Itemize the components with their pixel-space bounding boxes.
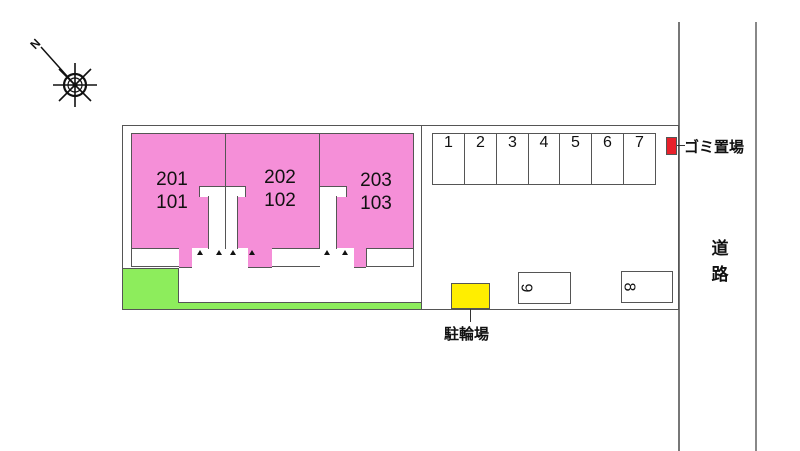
stair-1-mid [225,186,226,249]
unit-ext-3 [354,248,366,268]
entrance-marker [249,250,255,255]
parking-slot-5: 5 [559,133,592,185]
bicycle-parking [451,283,490,309]
site-divider [421,125,422,310]
balcony-3 [366,248,414,267]
parking-slot-4: 4 [528,133,560,185]
compass-rose-icon [40,46,97,107]
stair-2-body [320,196,337,249]
parking-slot-1: 1 [432,133,465,185]
parking-slot-7: 7 [623,133,656,185]
parking-slot-6: 6 [591,133,624,185]
building-block [131,133,414,249]
entrance-marker [230,250,236,255]
balcony-1 [131,248,180,267]
unit-label-1: 201 101 [156,169,188,213]
garbage-area [666,137,677,155]
bicycle-leader-line [470,309,471,322]
unit-label-3: 203 103 [360,170,392,214]
unit-ext-1 [179,248,192,268]
balcony-2 [271,248,321,267]
unit-ext-2b [259,248,272,268]
bicycle-label: 駐輪場 [444,325,490,343]
entrance-marker [342,250,348,255]
entrance-marker [216,250,222,255]
green-area-left [123,268,179,309]
garbage-label: ゴミ置場 [684,138,745,156]
stair-2-top [320,186,347,197]
entrance-marker [197,250,203,255]
road-edge-left [678,22,680,451]
parking-slot-9: 9 [517,272,571,304]
road-label: 道 路 [711,239,729,285]
parking-slot-2: 2 [464,133,497,185]
stair-1-body [208,196,238,249]
road-edge-right [755,22,757,451]
stair-1-top [199,186,246,197]
entrance-marker [324,250,330,255]
unit-label-2: 202 102 [264,167,296,211]
compass: N [25,35,105,115]
garbage-leader-line [677,145,685,146]
unit-divider-2 [319,133,320,249]
parking-slot-8: 8 [620,271,673,303]
parking-slot-3: 3 [496,133,529,185]
green-strip-bottom [178,302,421,309]
